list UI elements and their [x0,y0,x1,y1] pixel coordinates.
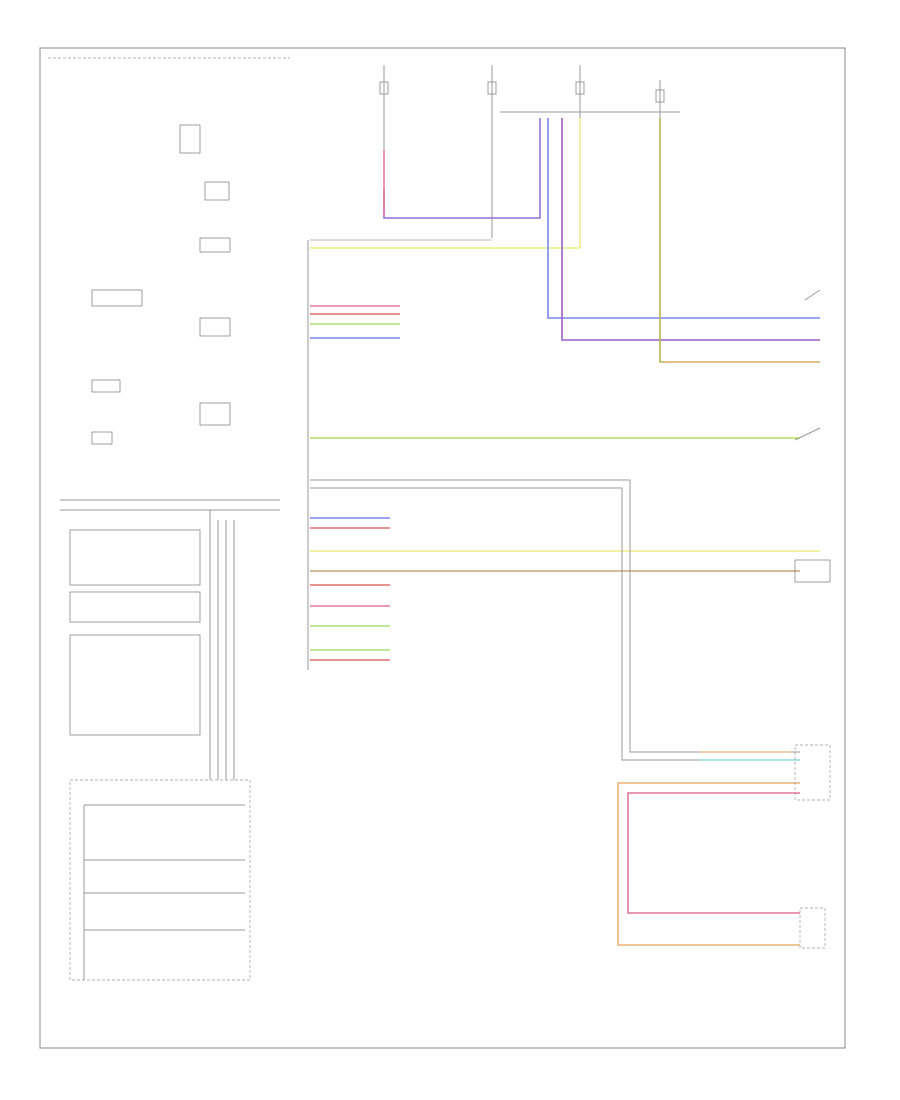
wire-olive-long [659,118,820,363]
diagram-frame [39,47,846,1049]
wire-yellow-upper [310,118,581,249]
wire-orange-bottom [617,782,800,946]
wire-violet-long [561,118,820,341]
left-switch-panel [60,124,280,981]
wire-blue-long [547,118,820,319]
wire-gray-bundle-1 [310,479,800,753]
right-components [794,289,831,949]
wire-purple-top [383,118,541,219]
power-feeds [379,65,680,238]
colored-wires [310,118,820,946]
wire-pink-bottom [627,792,800,914]
